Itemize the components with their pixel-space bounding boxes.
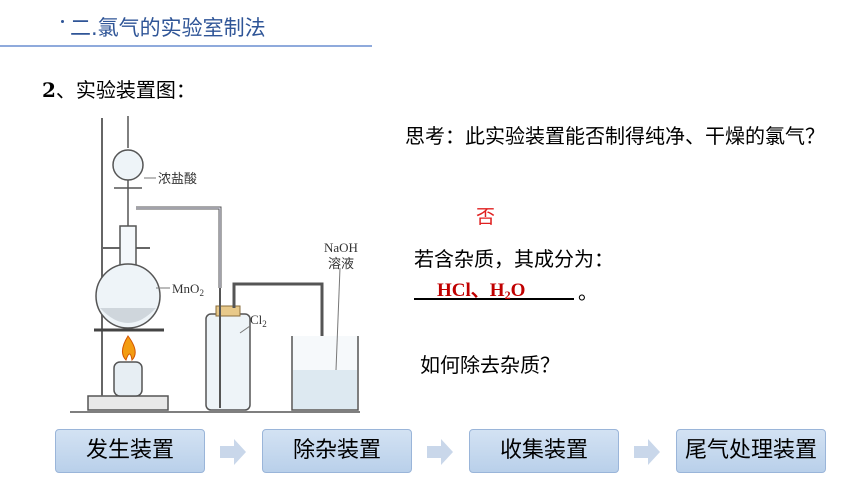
label-naoh-1: NaOH [324,240,358,255]
step-tail-gas: 尾气处理装置 [676,429,826,473]
step-collection: 收集装置 [469,429,619,473]
stand-base [87,395,169,411]
flask-contents [100,308,156,323]
naoh-solution [293,370,357,409]
answer-impurities: HCl、H2O [437,280,526,302]
label-mno2: MnO2 [172,281,204,298]
step-generation: 发生装置 [55,429,205,473]
answer-period: 。 [578,280,598,304]
arrow-right-icon [220,439,246,465]
title-bullet-dot [61,20,64,23]
alcohol-burner [113,361,143,397]
label-cl2: Cl2 [250,312,267,329]
arrow-right-icon [634,439,660,465]
burner-flame [122,335,136,362]
flask-neck [119,225,137,267]
separatory-funnel [112,149,144,181]
page-title: 二.氯气的实验室制法 [70,16,266,40]
arrow-right-icon [427,439,453,465]
collection-bottle [205,313,251,411]
section-title: 、实验装置图： [55,78,196,102]
step-purification: 除杂装置 [262,429,412,473]
answer-no: 否 [476,206,496,228]
section-heading: 2、实验装置图： [42,74,196,103]
question-impurities: 若含杂质，其成分为： [414,247,614,271]
question-purity: 思考：此实验装置能否制得纯净、干燥的氯气？ [405,124,825,148]
delivery-tube-1b [136,207,221,288]
title-underline [0,45,372,47]
label-naoh-2: 溶液 [328,256,354,271]
naoh-leader [335,267,341,371]
cl2-leader [239,325,251,334]
section-number: 2 [42,78,56,102]
apparatus-diagram: 浓盐酸 MnO2 Cl2 NaOH 溶液 [70,116,360,413]
answer-blank-line [414,276,574,300]
label-acid: 浓盐酸 [158,171,197,186]
question-removal: 如何除去杂质？ [420,353,560,377]
bottle-stopper [215,305,241,317]
